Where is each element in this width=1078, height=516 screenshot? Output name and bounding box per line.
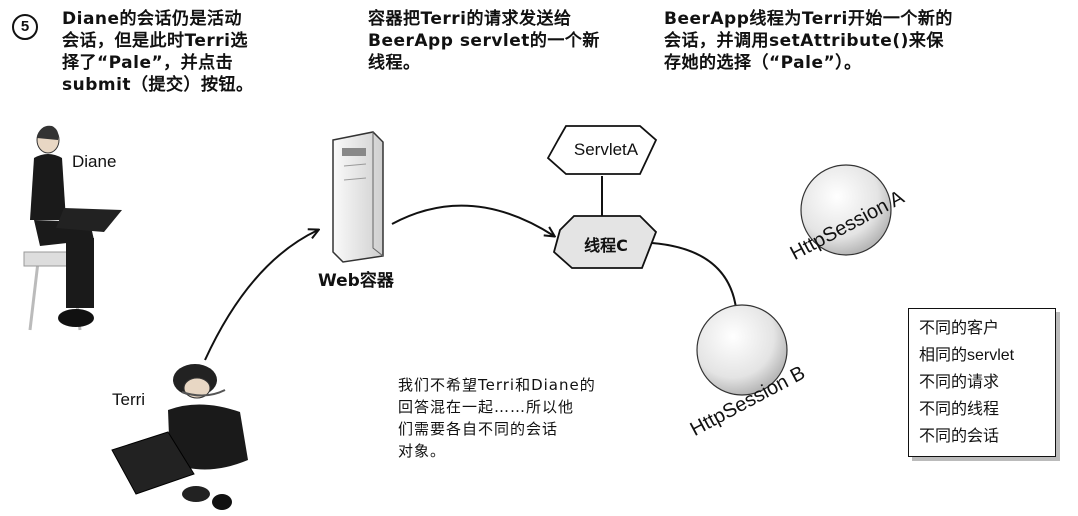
container-caption-line: BeerApp servlet的一个新 xyxy=(368,31,600,51)
servlet-label: ServletA xyxy=(573,140,639,159)
thread-shape xyxy=(552,215,658,269)
note-line: 们需要各自不同的会话 xyxy=(398,420,559,438)
terri-to-container-arrow xyxy=(204,230,318,361)
servlet-shape xyxy=(546,125,658,175)
web-container-tower xyxy=(332,131,384,263)
thread-caption-line: BeerApp线程为Terri开始一个新的 xyxy=(664,9,953,29)
summary-line: 不同的请求 xyxy=(919,374,1000,391)
note-line: 回答混在一起……所以他 xyxy=(398,398,575,416)
step-number-badge: 5 xyxy=(12,14,38,40)
step-caption-line: 会话，但是此时Terri选 xyxy=(62,31,248,51)
terri-figure xyxy=(111,364,248,510)
container-caption: 容器把Terri的请求发送给 BeerApp servlet的一个新 线程。 xyxy=(368,8,638,74)
step-caption: Diane的会话仍是活动 会话，但是此时Terri选 择了“Pale”，并点击 … xyxy=(62,8,332,96)
diane-label: Diane xyxy=(72,152,117,171)
thread-caption-line: 会话，并调用setAttribute()来保 xyxy=(664,31,944,51)
terri-label: Terri xyxy=(112,390,146,409)
web-container-label: Web容器 xyxy=(318,271,394,291)
container-caption-line: 容器把Terri的请求发送给 xyxy=(368,9,572,29)
session-b-sphere xyxy=(696,304,788,396)
summary-line: 不同的线程 xyxy=(919,401,1000,418)
summary-line: 相同的servlet xyxy=(919,347,1015,364)
step-caption-line: 择了“Pale”，并点击 xyxy=(62,53,234,73)
note-line: 我们不希望Terri和Diane的 xyxy=(398,376,596,394)
session-a-sphere xyxy=(800,164,892,256)
diane-figure xyxy=(23,125,122,331)
step-caption-line: submit（提交）按钮。 xyxy=(62,75,254,95)
thread-caption: BeerApp线程为Terri开始一个新的 会话，并调用setAttribute… xyxy=(664,8,1044,74)
thread-caption-line: 存她的选择（“Pale”）。 xyxy=(664,53,862,73)
summary-box: 不同的客户 相同的servlet 不同的请求 不同的线程 不同的会话 xyxy=(908,308,1056,457)
note-line: 对象。 xyxy=(398,442,447,460)
container-caption-line: 线程。 xyxy=(368,53,421,73)
summary-line: 不同的会话 xyxy=(919,428,1000,445)
note-text: 我们不希望Terri和Diane的 回答混在一起……所以他 们需要各自不同的会话… xyxy=(398,374,638,462)
thread-label: 线程C xyxy=(584,236,628,255)
step-caption-line: Diane的会话仍是活动 xyxy=(62,9,243,29)
summary-line: 不同的客户 xyxy=(919,320,1000,337)
container-to-thread-arrow xyxy=(391,204,554,236)
